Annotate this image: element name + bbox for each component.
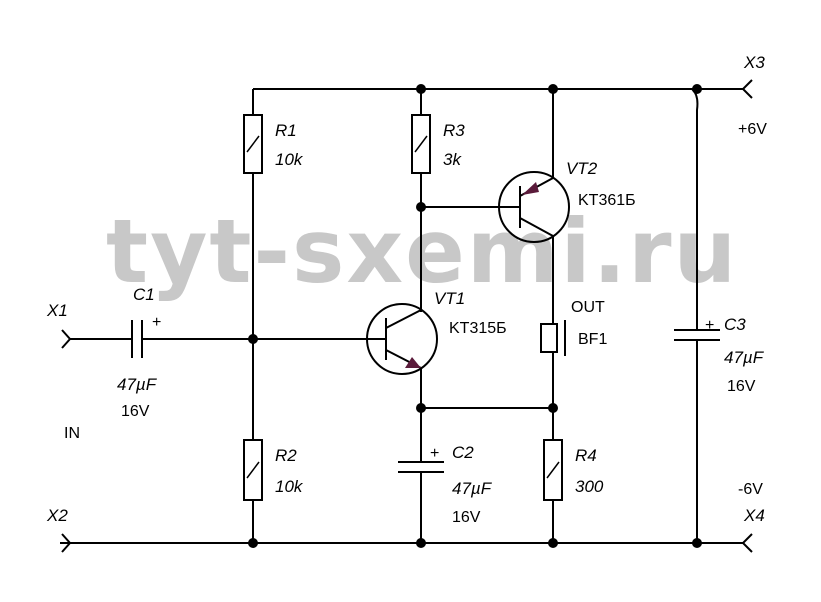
c1-value: 47µF	[117, 375, 158, 394]
junction-dots	[248, 84, 702, 548]
r1-name: R1	[275, 121, 297, 140]
terminal-x1	[61, 329, 132, 349]
r3-value: 3k	[443, 150, 462, 169]
watermark: tyt-sxemi.ru	[106, 200, 738, 303]
c3-value: 47µF	[724, 348, 765, 367]
r2-name: R2	[275, 446, 297, 465]
c1-name: C1	[133, 285, 155, 304]
c3-polarity: +	[705, 317, 714, 334]
r4-name: R4	[575, 446, 597, 465]
r2-value: 10k	[275, 477, 304, 496]
resistor-r2	[243, 439, 263, 543]
terminal-x2-label: X2	[46, 506, 68, 525]
capacitor-c1	[131, 320, 253, 358]
terminal-x1-label: X1	[46, 301, 68, 320]
transistor-vt2	[498, 89, 570, 324]
c2-name: C2	[452, 443, 474, 462]
terminal-x3-label: X3	[743, 53, 765, 72]
c2-polarity: +	[430, 445, 439, 462]
negative-supply-label: -6V	[738, 481, 763, 498]
bf1-name: BF1	[578, 331, 607, 348]
speaker-bf1	[540, 320, 566, 440]
capacitor-c3	[674, 88, 720, 543]
c2-value: 47µF	[452, 479, 493, 498]
c1-voltage: 16V	[121, 403, 150, 420]
positive-supply-label: +6V	[738, 121, 767, 138]
vt2-name: VT2	[566, 159, 598, 178]
input-label: IN	[64, 425, 80, 442]
terminal-x3	[741, 79, 753, 99]
output-label: OUT	[571, 299, 605, 316]
terminal-x2	[61, 533, 72, 553]
r1-value: 10k	[275, 150, 304, 169]
c3-name: C3	[724, 315, 746, 334]
vt1-part: KT315Б	[449, 320, 507, 337]
c3-voltage: 16V	[727, 378, 756, 395]
resistor-r1	[243, 89, 263, 440]
r4-value: 300	[575, 477, 604, 496]
capacitor-c2	[398, 408, 444, 543]
c2-voltage: 16V	[452, 509, 481, 526]
c1-polarity: +	[152, 314, 161, 331]
vt1-name: VT1	[434, 289, 465, 308]
terminal-x4	[741, 533, 753, 553]
transistor-vt1	[366, 303, 438, 408]
vt2-part: KT361Б	[578, 192, 636, 209]
r3-name: R3	[443, 121, 465, 140]
resistor-r4	[543, 439, 563, 543]
terminal-x4-label: X4	[743, 506, 765, 525]
